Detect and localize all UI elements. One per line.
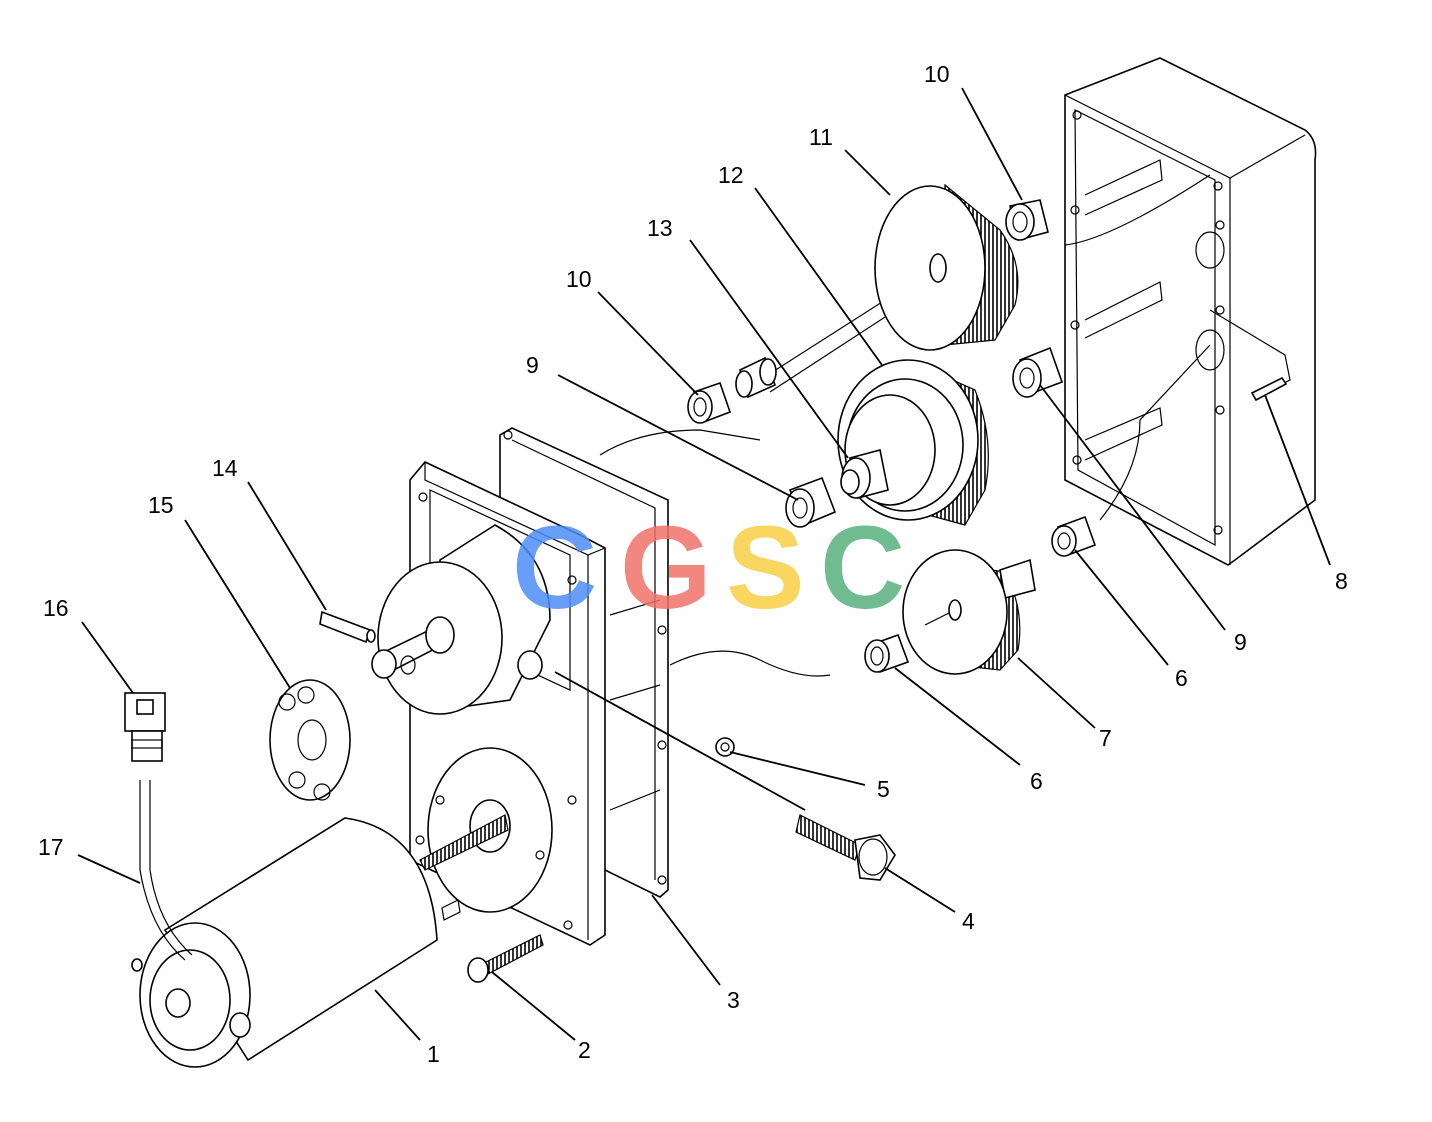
callout-15: 15 <box>148 492 174 518</box>
callout-1: 1 <box>427 1041 440 1067</box>
callout-12: 12 <box>718 162 744 188</box>
assembly-guide-lines <box>599 174 1211 811</box>
bushing-part-10-upper <box>1005 199 1049 241</box>
callout-7: 7 <box>1099 725 1112 751</box>
output-drum <box>371 524 551 715</box>
nut-part-5 <box>715 737 735 757</box>
leader-lines <box>77 87 1331 1041</box>
watermark: C G S C <box>512 502 905 634</box>
pin-part-14 <box>319 610 376 644</box>
shaft-sleeve <box>735 356 777 399</box>
gear-part-7 <box>902 549 1036 675</box>
bolt-part-4 <box>795 814 896 881</box>
bushing-part-9-left <box>785 476 837 528</box>
spacer-part-13 <box>840 449 889 499</box>
callout-9-left: 9 <box>526 352 539 378</box>
gear-housing-cover <box>1064 57 1317 566</box>
callout-6-lower: 6 <box>1030 768 1043 794</box>
callout-11: 11 <box>809 124 833 150</box>
plate-part-15 <box>269 679 351 801</box>
callout-5: 5 <box>877 776 890 802</box>
watermark-letter-s: S <box>726 502 805 634</box>
bushing-part-6-right <box>1051 515 1097 557</box>
callout-2: 2 <box>578 1037 591 1063</box>
motor-part-1 <box>131 814 509 1068</box>
pin-part-8 <box>1250 376 1288 402</box>
screw-part-2 <box>467 934 544 983</box>
callout-14: 14 <box>212 455 238 481</box>
gear-part-11 <box>759 183 1019 393</box>
callout-9-right: 9 <box>1234 629 1247 655</box>
watermark-letter-c1: C <box>512 502 597 634</box>
watermark-letter-g: G <box>620 502 712 634</box>
bushing-part-9-right <box>1012 346 1064 398</box>
watermark-letter-c2: C <box>820 502 905 634</box>
callout-3: 3 <box>727 987 740 1013</box>
bushing-part-6-lower <box>864 633 910 674</box>
callout-8: 8 <box>1335 568 1348 594</box>
callout-13: 13 <box>647 215 673 241</box>
gear-part-12 <box>837 359 989 526</box>
callout-17: 17 <box>38 834 64 860</box>
callout-6-right: 6 <box>1175 665 1188 691</box>
callout-16: 16 <box>43 595 69 621</box>
callout-4: 4 <box>962 908 975 934</box>
wire-harness-part-17 <box>139 780 193 961</box>
callout-10-lower: 10 <box>566 266 592 292</box>
callout-10-upper: 10 <box>924 61 950 87</box>
callout-labels: 1 2 3 4 5 6 6 7 8 9 9 10 10 11 12 13 14 … <box>38 61 1348 1067</box>
connector-part-16 <box>124 692 166 762</box>
bushing-part-10-lower <box>687 381 732 424</box>
